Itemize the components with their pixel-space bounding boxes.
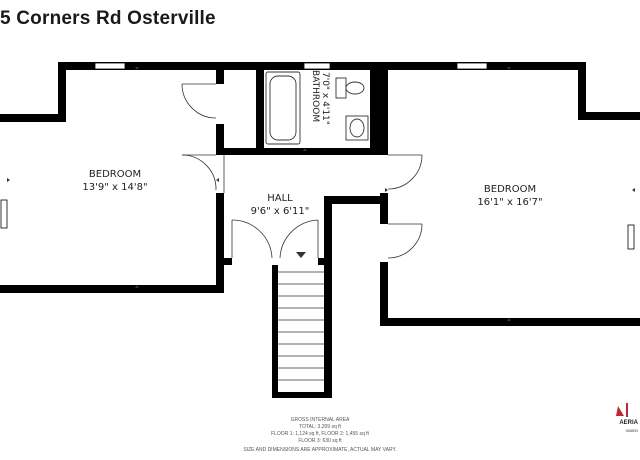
door-gap	[216, 84, 224, 124]
area-disclaimer: SIZE AND DIMENSIONS ARE APPROXIMATE, ACT…	[243, 447, 397, 453]
door-gap	[370, 155, 388, 193]
bedroom-left-dims: 13'9" x 14'8"	[82, 182, 147, 193]
wall	[224, 148, 388, 155]
door-arc	[387, 154, 423, 190]
area-floors: FLOOR 1: 1,124 sq ft, FLOOR 2: 1,455 sq …	[271, 431, 369, 437]
bedroom-left-name: BEDROOM	[89, 169, 141, 180]
toilet	[335, 77, 347, 99]
window	[303, 62, 331, 70]
bedroom-right-dims: 16'1" x 16'7"	[477, 197, 542, 208]
wall	[380, 318, 640, 326]
bedroom-right-name: BEDROOM	[484, 184, 536, 195]
wall	[58, 62, 66, 118]
wall	[324, 258, 332, 398]
door-arc	[279, 219, 319, 259]
door-arc	[181, 154, 217, 191]
logo-text: AERIA	[619, 420, 638, 426]
wall	[578, 62, 586, 118]
window	[0, 199, 8, 229]
window	[94, 62, 126, 70]
wall	[272, 392, 332, 398]
wall	[58, 62, 224, 70]
logo-subtext: VIDEO	[625, 428, 638, 433]
company-logo	[614, 400, 640, 430]
window	[627, 224, 635, 250]
wall	[0, 285, 224, 293]
door-gap	[232, 258, 318, 265]
door-gap	[380, 224, 388, 262]
logo-mark-icon	[616, 403, 628, 417]
door-gap	[216, 155, 224, 193]
area-heading: GROSS INTERNAL AREA	[290, 417, 350, 423]
window	[456, 62, 488, 70]
area-floor3: FLOOR 3: 630 sq ft	[298, 438, 342, 444]
wall	[324, 196, 388, 204]
hall-dims: 9'6" x 6'11"	[251, 206, 310, 217]
door-arc	[387, 223, 423, 259]
wall	[0, 114, 66, 122]
area-summary: GROSS INTERNAL AREA TOTAL: 3,209 sq ft F…	[0, 417, 640, 454]
wall	[256, 62, 264, 148]
stair-arrow	[296, 252, 306, 258]
area-total: TOTAL: 3,209 sq ft	[299, 424, 341, 430]
wall	[578, 112, 640, 120]
door-arc	[231, 219, 273, 259]
wall	[272, 258, 278, 398]
page-title: 5 Corners Rd Osterville	[0, 8, 216, 29]
bathroom-name: BATHROOM	[310, 70, 320, 122]
bathroom-dims: 7'0" x 4'11"	[320, 72, 330, 125]
hall-name: HALL	[267, 193, 293, 204]
door-arc	[181, 83, 217, 119]
